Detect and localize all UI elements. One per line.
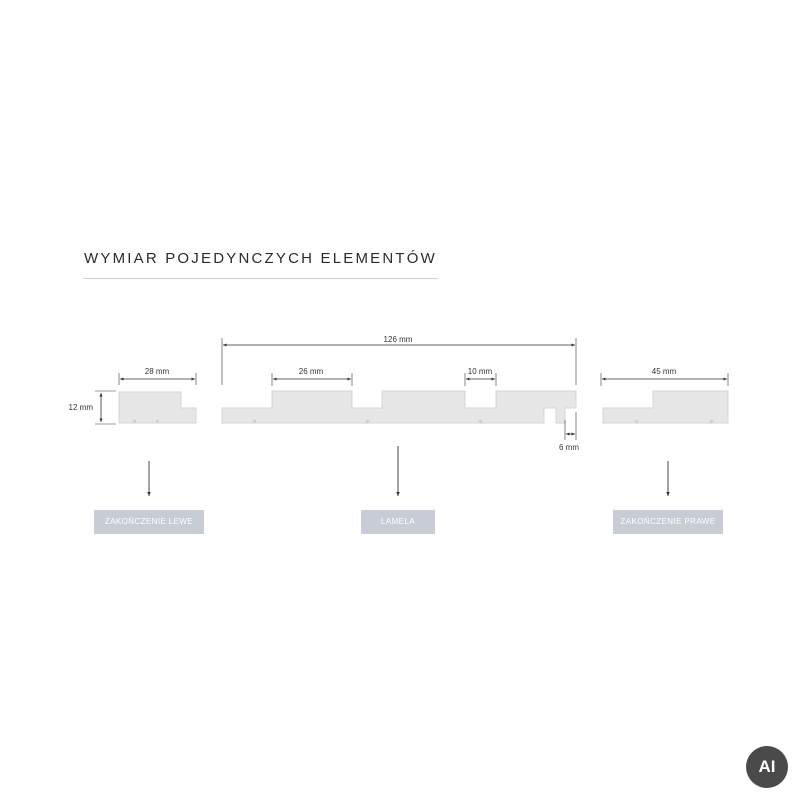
lamela-label: LAMELA (361, 510, 435, 534)
lamela-total-label: 126 mm (384, 335, 413, 344)
lamela-notch (253, 420, 256, 423)
groove-label: 10 mm (468, 367, 493, 376)
right-end-notch (635, 420, 638, 423)
lamela-notch (479, 420, 482, 423)
lamela-profile (221, 390, 577, 424)
right-end-notch (710, 420, 713, 423)
left-end-label: ZAKOŃCZENIE LEWE (94, 510, 204, 534)
ai-badge: AI (746, 746, 788, 788)
right-end-label: ZAKOŃCZENIE PRAWE (613, 510, 723, 534)
left-end-profile (118, 391, 197, 424)
lamela-notch (366, 420, 369, 423)
rib-label: 26 mm (299, 367, 324, 376)
right-width-label: 45 mm (652, 367, 677, 376)
height-label: 12 mm (69, 403, 94, 412)
title-divider (83, 278, 438, 279)
left-width-label: 28 mm (145, 367, 170, 376)
left-end-notch (156, 420, 159, 423)
right-end-profile (602, 390, 729, 424)
left-end-notch (133, 420, 136, 423)
page-title: WYMIAR POJEDYNCZYCH ELEMENTÓW (84, 250, 437, 267)
tongue-label: 6 mm (559, 443, 579, 452)
